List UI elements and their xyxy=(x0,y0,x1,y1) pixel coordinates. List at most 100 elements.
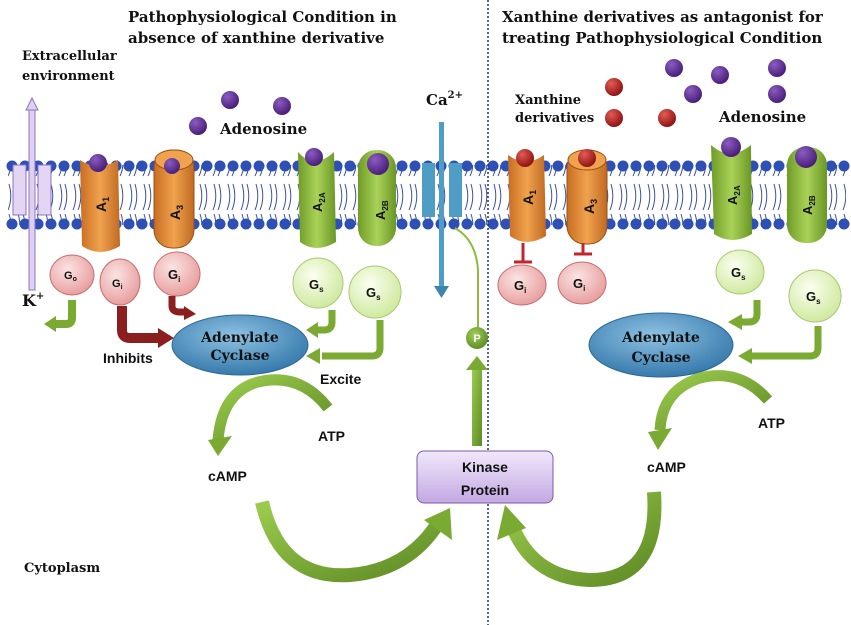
adenylate-cyclase-left: Adenylate Cyclase xyxy=(171,314,309,376)
receptor-a2b-right: A2B xyxy=(787,146,827,243)
receptor-a3-left: A3 xyxy=(153,149,195,249)
camp-label-right: cAMP xyxy=(647,459,686,475)
excite-arrows-right xyxy=(740,300,822,360)
phospholipid-head xyxy=(214,160,226,172)
receptor-a2a-left: A2A xyxy=(298,148,336,248)
receptor-a1-right: A1 xyxy=(508,149,546,242)
inhibit-arrowhead-icon xyxy=(158,328,174,348)
phospholipid-head xyxy=(461,218,473,230)
svg-text:Gi: Gi xyxy=(573,276,585,293)
xanthine-label-line1: Xanthine xyxy=(515,93,581,108)
svg-text:Cyclase: Cyclase xyxy=(632,350,691,366)
potassium-channel xyxy=(12,96,52,291)
phosphate: P xyxy=(466,327,488,349)
g-protein-gi-2-left: Gi xyxy=(153,251,201,297)
phospholipid-head xyxy=(253,218,265,230)
phospholipid-head xyxy=(266,160,278,172)
left-title-line1: Pathophysiological Condition in xyxy=(128,8,397,26)
phospholipid-head xyxy=(448,218,460,230)
camp-to-kinase-arrow-right xyxy=(497,491,662,588)
phospholipid-head xyxy=(201,218,213,230)
svg-text:Gi: Gi xyxy=(514,278,526,295)
phospholipid-head xyxy=(396,160,408,172)
kinase-protein: Kinase Protein xyxy=(416,450,554,504)
phospholipid-head xyxy=(695,160,707,172)
svg-text:A3: A3 xyxy=(581,199,599,214)
g-protein-gs-2-left: Gs xyxy=(348,265,402,319)
excite-arrowhead-icon xyxy=(728,314,742,330)
svg-text:Gs: Gs xyxy=(366,285,381,302)
potassium-label: K+ xyxy=(22,291,44,310)
phospholipid-head xyxy=(58,160,70,172)
receptor-a1-left: A1 xyxy=(80,154,120,252)
phospholipid-head xyxy=(123,218,135,230)
phospholipid-head xyxy=(617,218,629,230)
go-to-k-arrow xyxy=(54,300,76,328)
extracellular-label-line1: Extracellular xyxy=(22,49,117,64)
phospholipid-head xyxy=(123,160,135,172)
adenosine-molecules-right xyxy=(665,59,786,103)
phospholipid-head xyxy=(344,218,356,230)
phospholipid-head xyxy=(240,218,252,230)
svg-text:A2B: A2B xyxy=(800,195,817,215)
atp-to-camp-arrow-left xyxy=(208,374,333,456)
camp-to-kinase-arrow-left xyxy=(255,500,452,583)
phospholipid-head xyxy=(617,160,629,172)
receptor-a2b-left: A2B xyxy=(358,150,396,246)
g-protein-gi-1-right: Gi xyxy=(497,264,547,306)
phospholipid-head xyxy=(214,218,226,230)
phospholipid-head xyxy=(669,218,681,230)
phospholipid-head xyxy=(344,160,356,172)
g-protein-gs-2-right: Gs xyxy=(788,269,842,323)
phospholipid-head xyxy=(136,160,148,172)
kinase-to-phosphate-arrow xyxy=(466,356,488,446)
phospholipid-head xyxy=(71,160,83,172)
svg-text:A1: A1 xyxy=(520,190,538,205)
phospholipid-head xyxy=(656,218,668,230)
svg-text:Cyclase: Cyclase xyxy=(211,348,270,364)
phospholipid-head xyxy=(266,218,278,230)
arrowhead-icon xyxy=(44,316,56,332)
phospholipid-head xyxy=(279,218,291,230)
phospholipid-head xyxy=(773,218,785,230)
down-arrow-icon xyxy=(434,286,449,298)
phospholipid-head xyxy=(6,218,18,230)
calcium-label: Ca2+ xyxy=(426,90,463,109)
phospholipid-head xyxy=(461,160,473,172)
g-protein-gs-1-right: Gs xyxy=(715,249,765,295)
phospholipid-head xyxy=(201,160,213,172)
svg-text:A2A: A2A xyxy=(725,185,742,205)
phospholipid-head xyxy=(71,218,83,230)
inhibit-arrows xyxy=(117,296,186,343)
receptor-a3-right: A3 xyxy=(566,149,608,245)
svg-text:Gs: Gs xyxy=(731,265,746,282)
svg-text:A1: A1 xyxy=(93,197,111,212)
phospholipid-head xyxy=(409,160,421,172)
phospholipid-head xyxy=(669,160,681,172)
phospholipid-head xyxy=(643,160,655,172)
adenosine-label-left: Adenosine xyxy=(219,120,307,138)
phospholipid-head xyxy=(227,218,239,230)
excite-label: Excite xyxy=(320,371,361,387)
atp-label-right: ATP xyxy=(758,415,785,431)
g-protein-gi-2-right: Gi xyxy=(557,261,607,305)
cytoplasm-label: Cytoplasm xyxy=(24,561,100,576)
phospholipid-head xyxy=(396,218,408,230)
phospholipid-head xyxy=(240,160,252,172)
svg-text:Kinase: Kinase xyxy=(462,459,508,475)
g-protein-gi-1-left: Gi xyxy=(99,258,141,306)
phospholipid-head xyxy=(630,218,642,230)
right-title-line2: treating Pathophysiological Condition xyxy=(502,29,822,47)
inhibits-label: Inhibits xyxy=(103,350,153,366)
svg-text:Gi: Gi xyxy=(168,267,180,284)
svg-text:Gs: Gs xyxy=(309,277,324,294)
phospholipid-head xyxy=(760,218,772,230)
phospholipid-head xyxy=(253,160,265,172)
blocked-signal-markers xyxy=(514,243,592,264)
phospholipid-head xyxy=(773,160,785,172)
phospholipid-head xyxy=(838,160,850,172)
phospholipid-head xyxy=(825,160,837,172)
svg-text:P: P xyxy=(473,333,480,345)
phospholipid-head xyxy=(500,218,512,230)
